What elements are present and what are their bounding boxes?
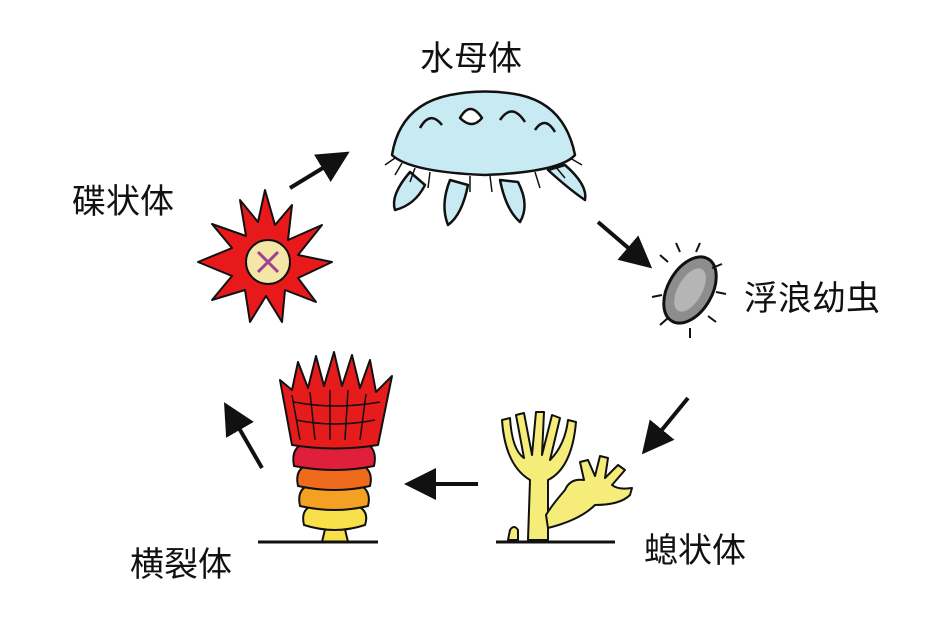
- ephyra-illustration: [198, 190, 332, 322]
- arrow-strobila-to-ephyra: [232, 416, 262, 468]
- polyp-illustration: [502, 412, 632, 540]
- medusa-illustration: [385, 92, 585, 226]
- arrow-ephyra-to-medusa: [290, 160, 336, 188]
- label-strobila: 横裂体: [130, 548, 232, 582]
- label-polyp: 螅状体: [644, 534, 746, 568]
- planula-illustration: [652, 243, 727, 338]
- label-planula: 浮浪幼虫: [744, 282, 880, 316]
- label-ephyra: 碟状体: [72, 185, 174, 219]
- label-medusa: 水母体: [420, 42, 522, 76]
- arrow-planula-to-polyp: [652, 398, 688, 442]
- strobila-illustration: [280, 352, 392, 542]
- arrow-medusa-to-planula: [598, 222, 640, 258]
